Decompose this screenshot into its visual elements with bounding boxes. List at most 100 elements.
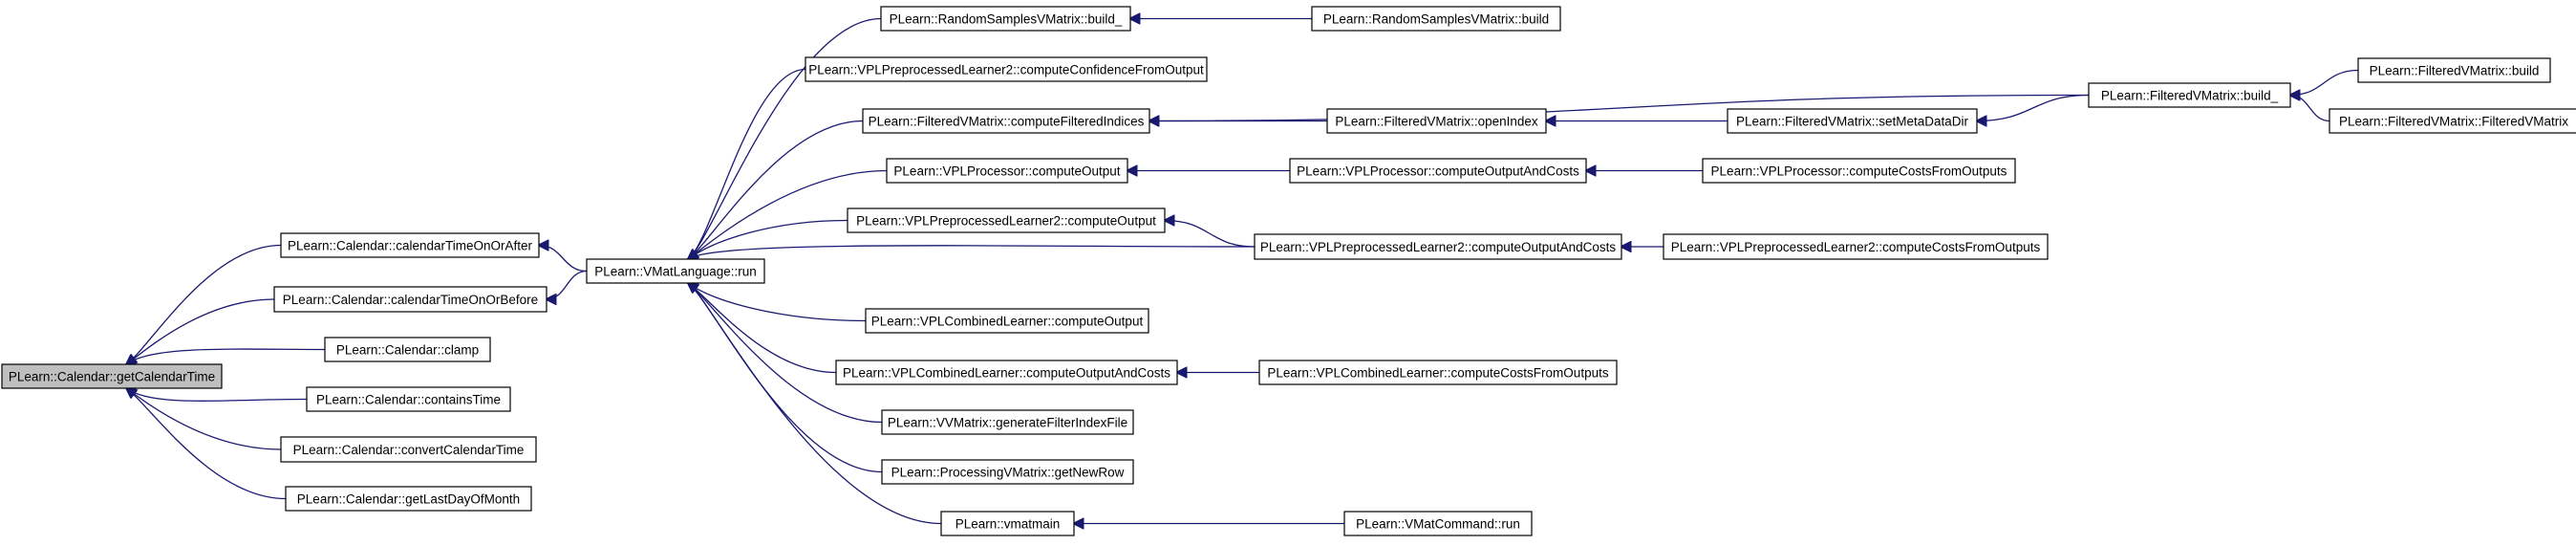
node-vmat-language-run[interactable]: PLearn::VMatLanguage::run bbox=[586, 258, 765, 284]
node-box[interactable] bbox=[886, 158, 1128, 184]
node-box[interactable] bbox=[1311, 6, 1561, 32]
node-label: PLearn::FilteredVMatrix::computeFiltered… bbox=[869, 115, 1145, 129]
node-label: PLearn::Calendar::clamp bbox=[336, 343, 479, 358]
node-label: PLearn::Calendar::containsTime bbox=[316, 393, 501, 407]
node-vplp-compute-output[interactable]: PLearn::VPLProcessor::computeOutput bbox=[886, 158, 1128, 184]
node-box[interactable] bbox=[273, 286, 547, 313]
node-box[interactable] bbox=[280, 436, 537, 463]
edge-contains-time-to-get-calendar-time bbox=[127, 388, 308, 402]
node-vvm-generate-filter-index-file[interactable]: PLearn::VVMatrix::generateFilterIndexFil… bbox=[881, 409, 1134, 435]
node-label: PLearn::VPLCombinedLearner::computeOutpu… bbox=[871, 315, 1144, 329]
node-rsvm-build-underscore[interactable]: PLearn::RandomSamplesVMatrix::build_ bbox=[880, 6, 1131, 32]
node-label: PLearn::FilteredVMatrix::build bbox=[2370, 64, 2540, 78]
node-label: PLearn::VPLProcessor::computeOutput bbox=[893, 164, 1120, 179]
node-box[interactable] bbox=[1326, 108, 1547, 134]
node-vplcl-compute-output[interactable]: PLearn::VPLCombinedLearner::computeOutpu… bbox=[865, 308, 1149, 334]
node-calendar-time-on-or-after[interactable]: PLearn::Calendar::calendarTimeOnOrAfter bbox=[280, 232, 540, 258]
edge-fvm-build-underscore-to-fvm-set-meta-data-dir bbox=[1977, 94, 2090, 121]
node-label: PLearn::VPLPreprocessedLearner2::compute… bbox=[856, 214, 1156, 229]
edge-fvm-build-to-fvm-build-underscore bbox=[2290, 69, 2359, 96]
edge-calendar-time-on-or-before-to-get-calendar-time bbox=[127, 298, 275, 364]
node-fvm-build-underscore[interactable]: PLearn::FilteredVMatrix::build_ bbox=[2088, 82, 2291, 108]
node-label: PLearn::VMatLanguage::run bbox=[594, 265, 757, 279]
edge-vplcl-compute-output-to-vmat-language-run bbox=[688, 283, 867, 322]
node-box[interactable] bbox=[940, 511, 1075, 536]
node-box[interactable] bbox=[1, 363, 223, 389]
node-vplcl-compute-costs-from-outputs[interactable]: PLearn::VPLCombinedLearner::computeCosts… bbox=[1258, 360, 1618, 385]
node-label: PLearn::Calendar::getLastDayOfMonth bbox=[297, 492, 520, 507]
node-vplpl2-compute-confidence[interactable]: PLearn::VPLPreprocessedLearner2::compute… bbox=[805, 56, 1208, 82]
edge-vplpl2-compute-confidence-to-vmat-language-run bbox=[688, 68, 806, 260]
node-box[interactable] bbox=[2357, 57, 2551, 83]
node-label: PLearn::VPLCombinedLearner::computeOutpu… bbox=[843, 366, 1170, 381]
node-fvm-compute-filtered-indices[interactable]: PLearn::FilteredVMatrix::computeFiltered… bbox=[862, 108, 1150, 134]
node-label: PLearn::VVMatrix::generateFilterIndexFil… bbox=[888, 416, 1127, 430]
edge-vvm-generate-filter-index-file-to-vmat-language-run bbox=[688, 283, 883, 424]
node-box[interactable] bbox=[2088, 82, 2291, 108]
node-vplpl2-compute-output-and-costs[interactable]: PLearn::VPLPreprocessedLearner2::compute… bbox=[1254, 233, 1622, 260]
node-box[interactable] bbox=[1254, 233, 1622, 260]
node-vplpl2-compute-costs-from-outputs[interactable]: PLearn::VPLPreprocessedLearner2::compute… bbox=[1663, 233, 2049, 260]
node-pvm-get-new-row[interactable]: PLearn::ProcessingVMatrix::getNewRow bbox=[881, 459, 1134, 485]
node-label: PLearn::VPLCombinedLearner::computeCosts… bbox=[1267, 366, 1608, 381]
node-box[interactable] bbox=[880, 6, 1131, 32]
node-vplcl-compute-output-and-costs[interactable]: PLearn::VPLCombinedLearner::computeOutpu… bbox=[835, 360, 1178, 385]
edge-vmat-language-run-to-calendar-time-on-or-after bbox=[539, 246, 588, 273]
node-label: PLearn::vmatmain bbox=[955, 517, 1061, 532]
node-contains-time[interactable]: PLearn::Calendar::containsTime bbox=[306, 386, 511, 412]
node-label: PLearn::FilteredVMatrix::FilteredVMatrix bbox=[2339, 115, 2568, 129]
node-vmat-command-run[interactable]: PLearn::VMatCommand::run bbox=[1343, 511, 1533, 536]
node-box[interactable] bbox=[881, 459, 1134, 485]
node-box[interactable] bbox=[1702, 158, 2016, 184]
node-convert-calendar-time[interactable]: PLearn::Calendar::convertCalendarTime bbox=[280, 436, 537, 463]
node-box[interactable] bbox=[1727, 108, 1978, 134]
node-fvm-constructor[interactable]: PLearn::FilteredVMatrix::FilteredVMatrix bbox=[2329, 108, 2576, 134]
node-label: PLearn::RandomSamplesVMatrix::build bbox=[1323, 12, 1549, 27]
edge-vmat-language-run-to-calendar-time-on-or-before bbox=[547, 270, 588, 300]
node-clamp[interactable]: PLearn::Calendar::clamp bbox=[324, 337, 491, 362]
node-get-calendar-time[interactable]: PLearn::Calendar::getCalendarTime bbox=[1, 363, 223, 389]
node-box[interactable] bbox=[324, 337, 491, 362]
node-label: PLearn::Calendar::calendarTimeOnOrBefore bbox=[283, 293, 538, 307]
edge-vplp-compute-output-to-vmat-language-run bbox=[688, 169, 888, 260]
node-box[interactable] bbox=[862, 108, 1150, 134]
node-label: PLearn::FilteredVMatrix::build_ bbox=[2101, 89, 2279, 103]
node-box[interactable] bbox=[865, 308, 1149, 334]
node-box[interactable] bbox=[1663, 233, 2049, 260]
edge-vmatmain-to-vmat-language-run bbox=[688, 283, 942, 525]
node-box[interactable] bbox=[280, 232, 540, 258]
edge-get-last-day-of-month-to-get-calendar-time bbox=[127, 388, 287, 500]
node-box[interactable] bbox=[586, 258, 765, 284]
node-box[interactable] bbox=[2329, 108, 2576, 134]
nodes-layer: PLearn::Calendar::getCalendarTimePLearn:… bbox=[1, 6, 2576, 536]
edge-vplpl2-compute-output-and-costs-to-vplpl2-compute-output bbox=[1165, 221, 1256, 248]
node-box[interactable] bbox=[805, 56, 1208, 82]
node-label: PLearn::Calendar::convertCalendarTime bbox=[293, 443, 525, 457]
node-box[interactable] bbox=[881, 409, 1134, 435]
node-vplpl2-compute-output[interactable]: PLearn::VPLPreprocessedLearner2::compute… bbox=[847, 207, 1166, 233]
node-get-last-day-of-month[interactable]: PLearn::Calendar::getLastDayOfMonth bbox=[285, 486, 532, 512]
node-box[interactable] bbox=[847, 207, 1166, 233]
edge-vplcl-compute-output-and-costs-to-vmat-language-run bbox=[688, 283, 837, 374]
node-label: PLearn::Calendar::calendarTimeOnOrAfter bbox=[288, 239, 533, 253]
node-fvm-set-meta-data-dir[interactable]: PLearn::FilteredVMatrix::setMetaDataDir bbox=[1727, 108, 1978, 134]
node-vplp-compute-costs-from-outputs[interactable]: PLearn::VPLProcessor::computeCostsFromOu… bbox=[1702, 158, 2016, 184]
node-fvm-open-index[interactable]: PLearn::FilteredVMatrix::openIndex bbox=[1326, 108, 1547, 134]
node-box[interactable] bbox=[835, 360, 1178, 385]
node-box[interactable] bbox=[285, 486, 532, 512]
edge-fvm-compute-filtered-indices-to-vmat-language-run bbox=[688, 120, 864, 260]
node-rsvm-build[interactable]: PLearn::RandomSamplesVMatrix::build bbox=[1311, 6, 1561, 32]
node-label: PLearn::RandomSamplesVMatrix::build_ bbox=[890, 12, 1123, 27]
node-fvm-build[interactable]: PLearn::FilteredVMatrix::build bbox=[2357, 57, 2551, 83]
node-label: PLearn::VMatCommand::run bbox=[1356, 517, 1520, 532]
node-calendar-time-on-or-before[interactable]: PLearn::Calendar::calendarTimeOnOrBefore bbox=[273, 286, 547, 313]
node-vmatmain[interactable]: PLearn::vmatmain bbox=[940, 511, 1075, 536]
node-box[interactable] bbox=[1258, 360, 1618, 385]
node-label: PLearn::VPLPreprocessedLearner2::compute… bbox=[1671, 240, 2041, 254]
node-box[interactable] bbox=[1343, 511, 1533, 536]
node-box[interactable] bbox=[1289, 158, 1587, 184]
node-box[interactable] bbox=[306, 386, 511, 412]
node-vplp-compute-output-and-costs[interactable]: PLearn::VPLProcessor::computeOutputAndCo… bbox=[1289, 158, 1587, 184]
node-label: PLearn::Calendar::getCalendarTime bbox=[9, 370, 215, 384]
